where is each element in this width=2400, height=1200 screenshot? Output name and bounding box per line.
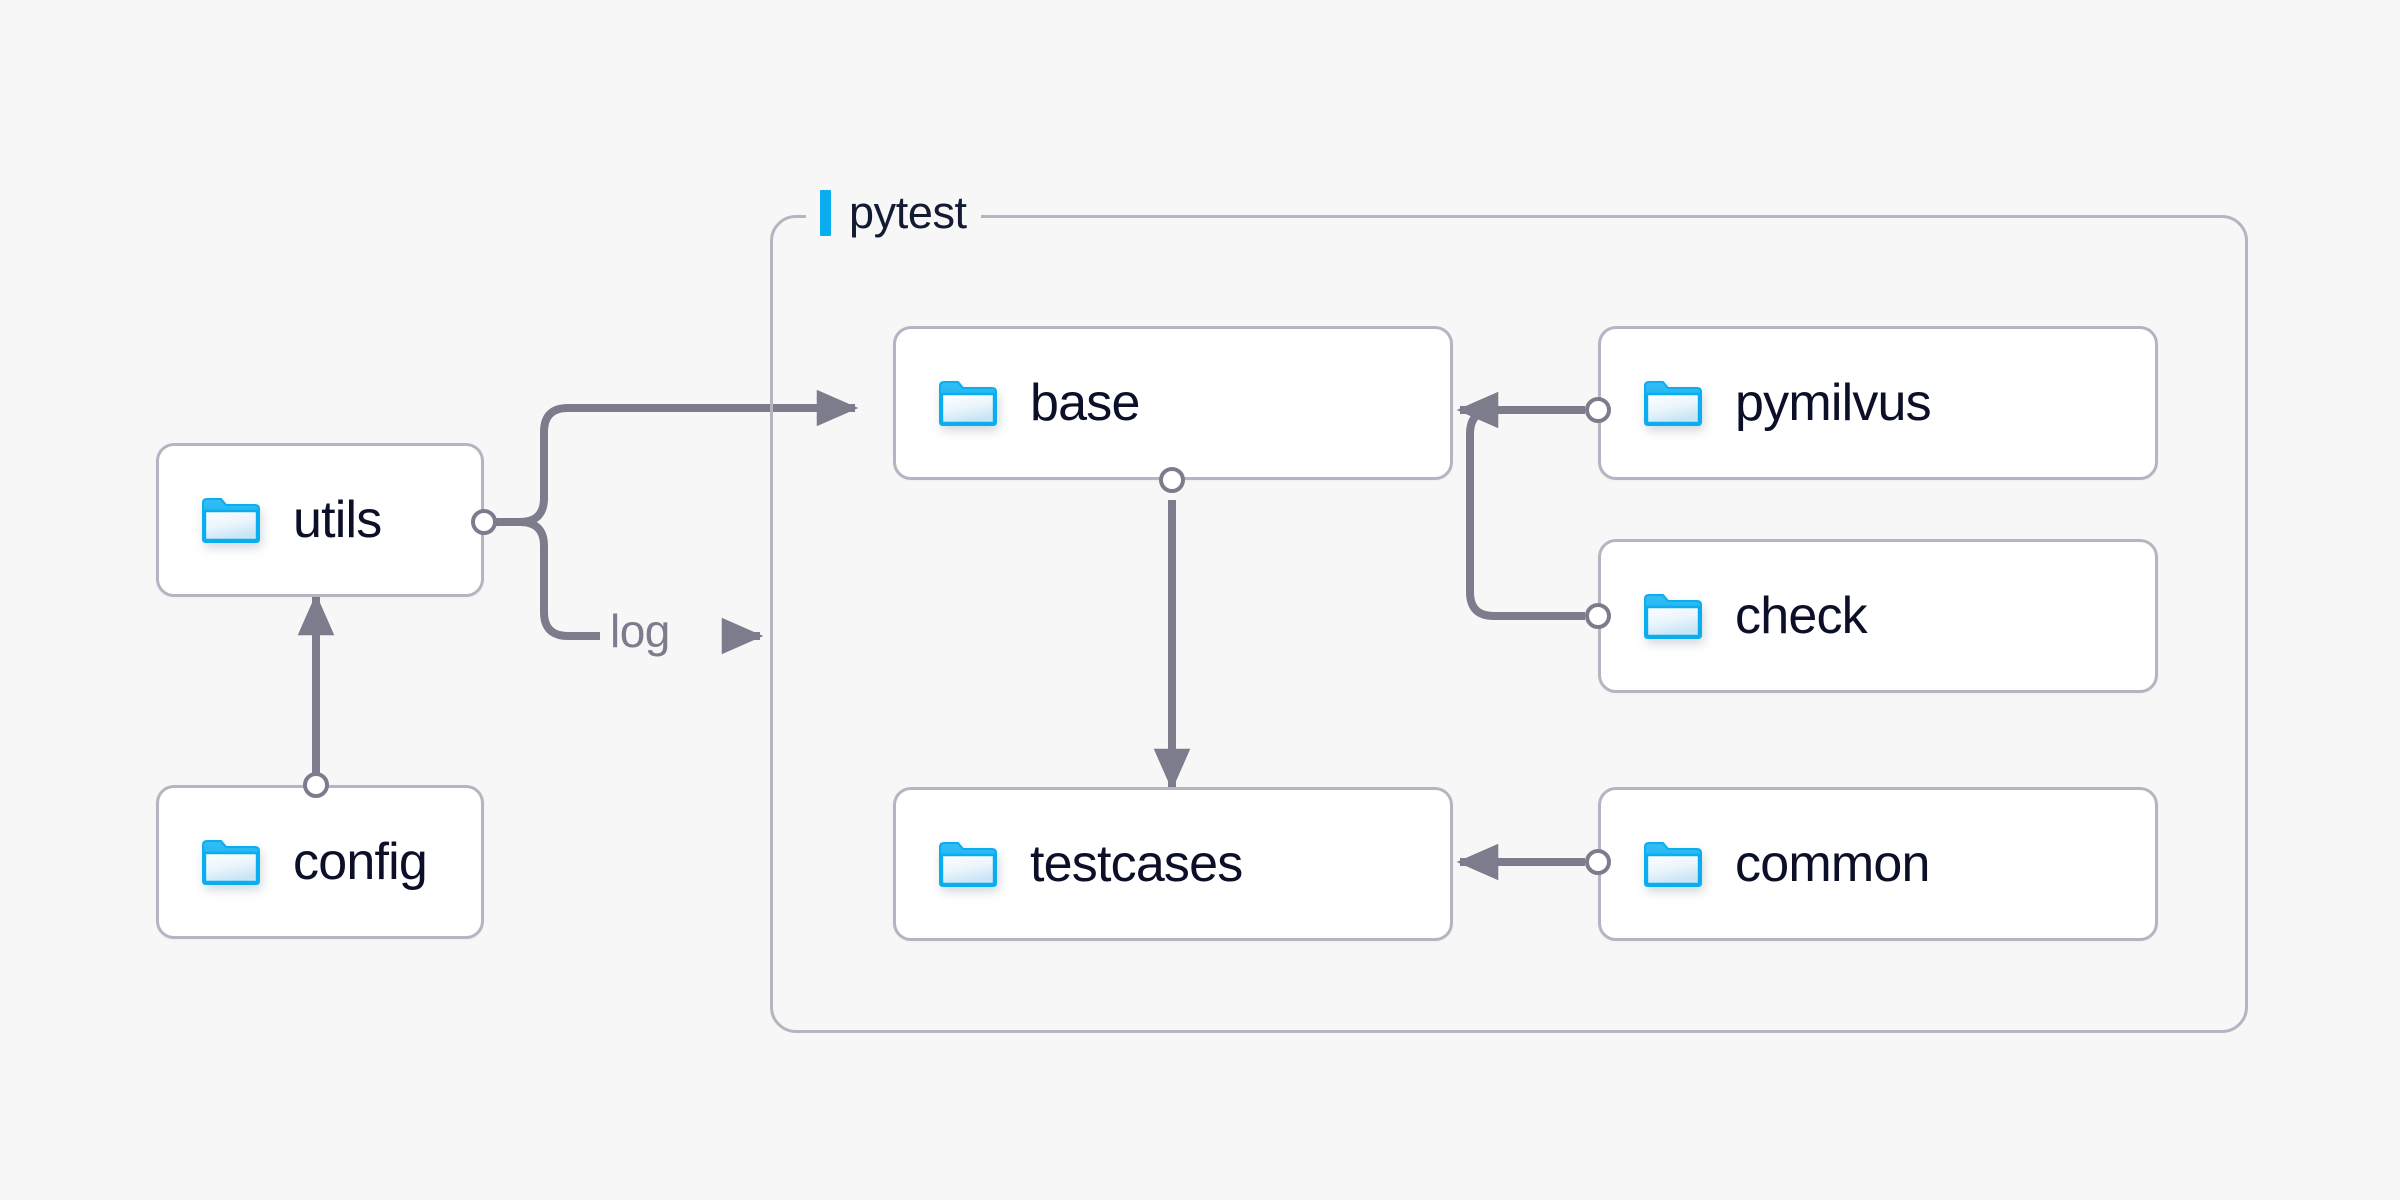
folder-icon [201,837,261,887]
node-label: pymilvus [1735,374,1932,432]
node-label: utils [293,491,382,549]
group-accent-bar [820,190,831,236]
edge-label-log: log [602,608,678,654]
folder-icon [201,495,261,545]
port-pymilvus-left[interactable] [1585,397,1611,423]
node-label: base [1030,374,1140,432]
port-common-left[interactable] [1585,849,1611,875]
node-label: config [293,833,428,891]
node-label: testcases [1030,835,1243,893]
folder-icon [938,839,998,889]
group-label-text: pytest [849,187,967,238]
node-label: check [1735,587,1868,645]
node-testcases[interactable]: testcases [893,787,1453,941]
node-pymilvus[interactable]: pymilvus [1598,326,2158,480]
port-config-top[interactable] [303,772,329,798]
node-check[interactable]: check [1598,539,2158,693]
edge-utils-log-stub [519,518,600,640]
folder-icon [1643,591,1703,641]
port-utils-right[interactable] [471,509,497,535]
folder-icon [1643,839,1703,889]
node-base[interactable]: base [893,326,1453,480]
node-config[interactable]: config [156,785,484,939]
node-common[interactable]: common [1598,787,2158,941]
folder-icon [1643,378,1703,428]
group-pytest[interactable] [770,215,2248,1033]
group-pytest-label: pytest [806,185,981,241]
port-base-bottom[interactable] [1159,467,1185,493]
folder-icon [938,378,998,428]
node-label: common [1735,835,1930,893]
node-utils[interactable]: utils [156,443,484,597]
port-check-left[interactable] [1585,603,1611,629]
